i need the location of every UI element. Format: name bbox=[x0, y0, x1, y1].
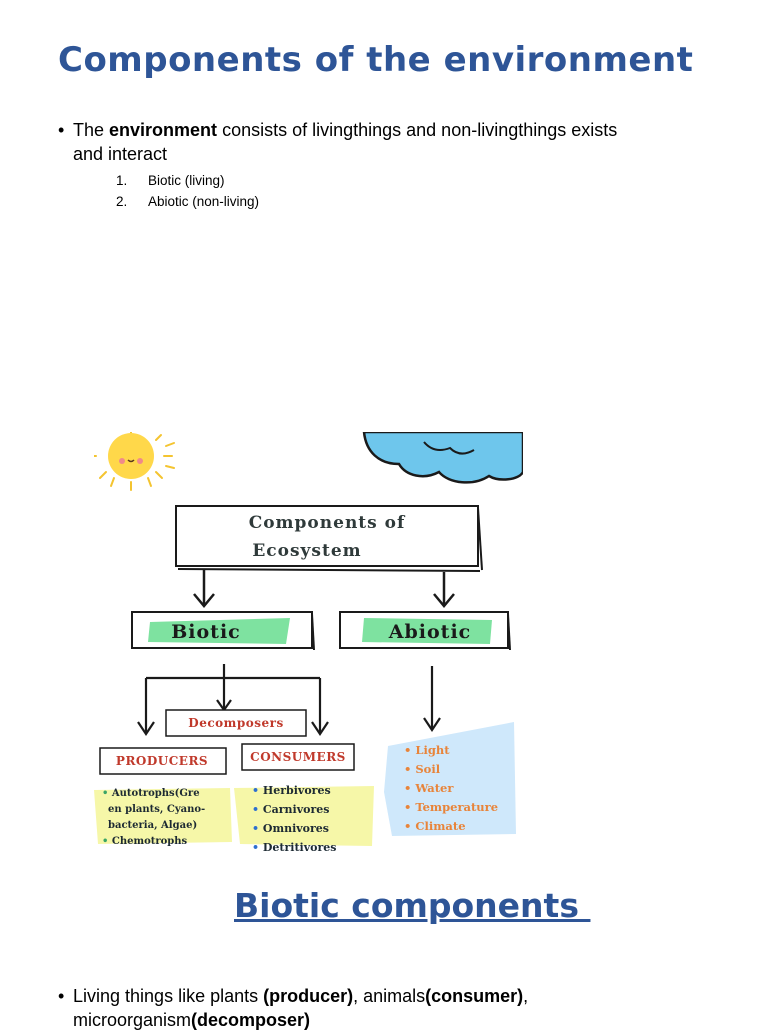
intro-text-line1: consists of livingthings and non-livingt… bbox=[217, 120, 618, 140]
cloud-icon bbox=[362, 432, 523, 484]
component-types-list: 1. Biotic (living) 2. Abiotic (non-living) bbox=[116, 170, 259, 212]
bullet: • bbox=[58, 120, 65, 140]
abiotic-label: Abiotic bbox=[388, 621, 471, 643]
arrow-down-icon bbox=[433, 572, 455, 608]
biotic-bold-term: (consumer) bbox=[425, 986, 524, 1006]
list-item: • Temperature bbox=[404, 800, 498, 814]
list-number: 2. bbox=[116, 194, 128, 209]
decomposers-box: Decomposers bbox=[165, 709, 307, 737]
producers-box: PRODUCERS bbox=[99, 747, 227, 775]
list-item: 2. Abiotic (non-living) bbox=[116, 191, 259, 212]
page-title: Components of the environment bbox=[58, 40, 694, 80]
list-item: • Detritivores bbox=[252, 841, 336, 854]
abiotic-box: Abiotic bbox=[339, 611, 511, 651]
arrow-down-icon bbox=[423, 666, 441, 732]
biotic-text: microorganism bbox=[73, 1010, 192, 1030]
producers-label: PRODUCERS bbox=[116, 754, 208, 768]
biotic-bold-term: (decomposer) bbox=[191, 1010, 311, 1030]
biotic-bold-term: (producer) bbox=[263, 986, 354, 1006]
list-text: Biotic (living) bbox=[148, 173, 225, 188]
biotic-label: Biotic bbox=[171, 621, 241, 643]
intro-paragraph: • The environment consists of livingthing… bbox=[58, 118, 718, 166]
abiotic-list: • Light • Soil • Water • Temperature • C… bbox=[404, 743, 498, 833]
producers-list: • Autotrophs(Gre en plants, Cyano- bacte… bbox=[102, 788, 205, 847]
diagram-title-box: Components of Ecosystem bbox=[175, 505, 483, 572]
producers-list-highlight bbox=[94, 788, 232, 844]
consumers-list: • Herbivores • Carnivores • Omnivores • … bbox=[252, 784, 336, 854]
section-title: Biotic components bbox=[234, 886, 591, 925]
biotic-branch-lines bbox=[137, 664, 329, 736]
abiotic-list-highlight bbox=[384, 722, 516, 836]
list-item: • Carnivores bbox=[252, 803, 329, 816]
list-number: 1. bbox=[116, 173, 128, 188]
intro-text-line2: and interact bbox=[73, 144, 168, 164]
list-item: • Water bbox=[404, 781, 454, 795]
list-item: • Autotrophs(Gre bbox=[102, 788, 200, 799]
list-item: • Omnivores bbox=[252, 822, 329, 835]
sun-icon bbox=[94, 432, 175, 491]
decomposers-label: Decomposers bbox=[188, 716, 283, 730]
consumers-label: CONSUMERS bbox=[250, 750, 346, 764]
bullet: • bbox=[58, 986, 65, 1006]
list-item: • Soil bbox=[404, 762, 441, 776]
consumers-list-highlight bbox=[234, 786, 374, 846]
intro-prefix: The bbox=[73, 120, 110, 140]
list-item: 1. Biotic (living) bbox=[116, 170, 259, 191]
list-text: Abiotic (non-living) bbox=[148, 194, 260, 209]
list-item: • Herbivores bbox=[252, 784, 331, 797]
arrow-down-icon bbox=[193, 570, 215, 608]
consumers-box: CONSUMERS bbox=[241, 743, 355, 771]
list-item: bacteria, Algae) bbox=[108, 820, 197, 831]
biotic-box: Biotic bbox=[131, 611, 315, 651]
intro-bold-term: environment bbox=[109, 120, 218, 140]
list-item: • Chemotrophs bbox=[102, 836, 188, 847]
biotic-text: , animals bbox=[353, 986, 426, 1006]
diagram-title-line1: Components of bbox=[249, 513, 406, 533]
diagram-title-line2: Ecosystem bbox=[252, 541, 361, 561]
biotic-text: , bbox=[523, 986, 529, 1006]
ecosystem-diagram: Components of Ecosystem Biotic Abiotic D… bbox=[94, 432, 523, 854]
list-item: en plants, Cyano- bbox=[108, 804, 205, 815]
list-item: • Light bbox=[404, 743, 450, 757]
biotic-paragraph: • Living things like plants (producer), a… bbox=[58, 984, 738, 1032]
list-item: • Climate bbox=[404, 819, 466, 833]
biotic-text: Living things like plants bbox=[73, 986, 264, 1006]
